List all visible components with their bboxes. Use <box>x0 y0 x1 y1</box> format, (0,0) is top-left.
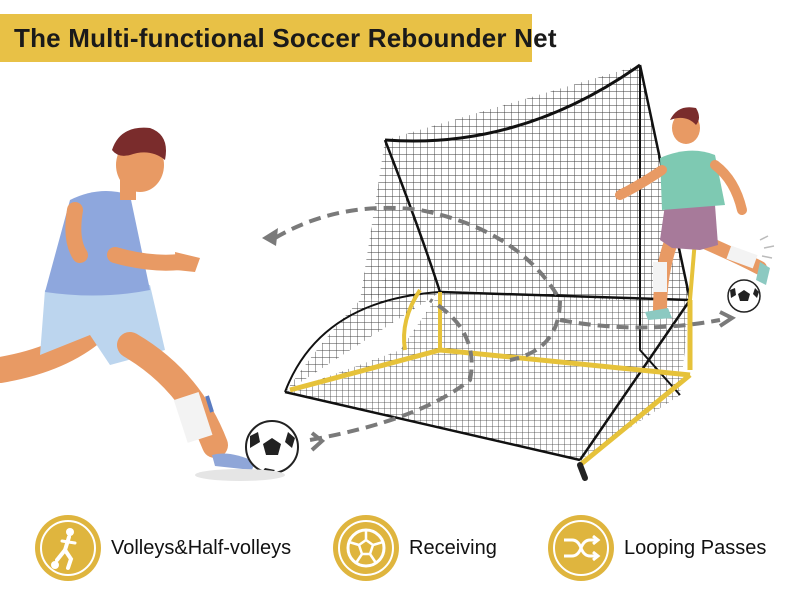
feature-label-looping: Looping Passes <box>624 536 767 559</box>
feature-receiving: Receiving <box>333 515 497 581</box>
feature-volleys: Volleys&Half-volleys <box>35 515 291 581</box>
left-player <box>0 127 255 470</box>
shuffle-arrows-icon <box>548 515 614 581</box>
ball-trajectory <box>273 205 721 442</box>
upper-net <box>360 65 690 300</box>
arrow-head-right <box>718 310 736 328</box>
arrow-head-left <box>262 228 278 246</box>
kicking-player-icon <box>35 515 101 581</box>
arrow-head-ball <box>310 431 326 452</box>
lower-net <box>285 292 690 460</box>
soccer-ball-left <box>245 420 299 474</box>
soccer-ball-icon <box>333 515 399 581</box>
soccer-ball-right <box>727 279 761 313</box>
feature-looping-passes: Looping Passes <box>548 515 766 581</box>
rebounder-net <box>284 63 697 481</box>
page-title: The Multi-functional Soccer Rebounder Ne… <box>14 23 557 53</box>
title-banner: The Multi-functional Soccer Rebounder Ne… <box>0 14 556 62</box>
feature-label-receiving: Receiving <box>409 536 497 559</box>
motion-lines <box>759 235 775 259</box>
feature-label-volleys: Volleys&Half-volleys <box>111 536 292 559</box>
right-player <box>615 107 770 320</box>
